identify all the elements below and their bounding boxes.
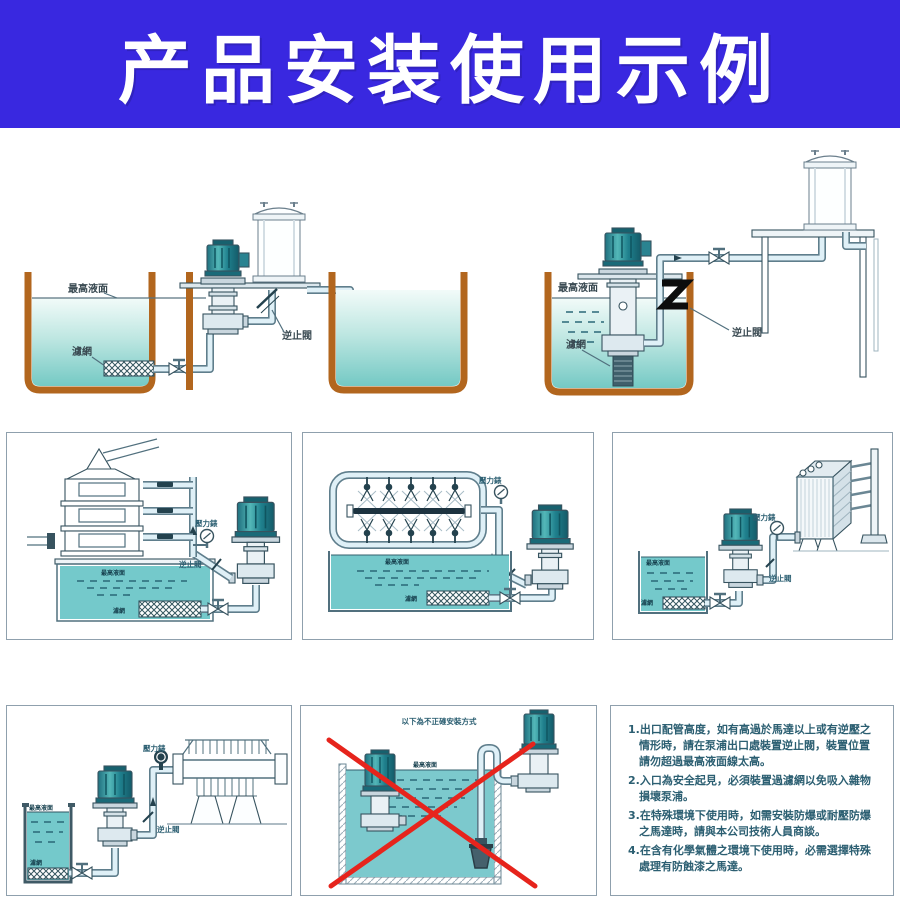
label-pressure-gauge: 壓力錶 — [195, 518, 218, 528]
bench-top — [751, 229, 875, 238]
label-pressure-gauge: 壓力錶 — [143, 743, 166, 753]
plate-heat-exchanger — [793, 448, 889, 552]
check-valve-flap — [256, 288, 278, 309]
tank-wall-left — [338, 763, 347, 885]
vertical-pump — [92, 765, 138, 847]
warning-title: 以下為不正確安裝方式 — [402, 716, 477, 726]
tank — [638, 551, 708, 614]
vertical-pump — [231, 496, 281, 585]
support-post — [186, 272, 193, 390]
vertical-pump — [526, 504, 574, 590]
submerged-pump-wrong — [360, 749, 407, 832]
label-check-valve: 逆止閥 — [282, 329, 312, 342]
filter-press — [167, 739, 288, 825]
check-valve-flap — [765, 558, 775, 568]
label-check-valve: 逆止閥 — [179, 559, 202, 569]
label-max-level: 最高液面 — [68, 282, 108, 295]
label-max-level: 最高液面 — [385, 558, 409, 566]
page-title: 产品安装使用示例 — [118, 27, 782, 114]
label-check-valve: 逆止閥 — [157, 824, 180, 834]
title-banner: 产品安装使用示例 — [0, 0, 900, 128]
tank — [328, 551, 512, 612]
panel-notes: 1.出口配管高度，如有高過於馬達以上或有逆壓之情形時，請在泵浦出口處裝置逆止閥，… — [610, 705, 894, 896]
diagram-dual-tank-filter-transfer: 最高液面 濾網 逆止閥 — [24, 201, 468, 394]
label-max-level: 最高液面 — [101, 569, 125, 577]
check-valve-z — [655, 279, 695, 310]
label-max-level: 最高液面 — [646, 559, 670, 567]
right-tank-water — [336, 290, 460, 386]
spray-header-bar — [353, 508, 465, 514]
label-check-valve: 逆止閥 — [769, 573, 792, 583]
label-strainer: 濾網 — [113, 607, 125, 615]
panel-spray-manifold: 壓力錶 逆止閥 最高液面 濾網 — [302, 432, 594, 640]
note-item-2: 2.入口為安全起見，必須裝置過濾網以免吸入雜物損壞泵浦。 — [628, 773, 871, 803]
pressure-gauge-icon — [154, 750, 168, 770]
outside-pump — [510, 709, 559, 793]
tank — [56, 563, 214, 622]
scrubber-tower — [27, 478, 144, 557]
filter-canister — [252, 201, 306, 283]
panel-heat-exchanger: 最高液面 濾網 壓力錶 逆止閥 — [612, 432, 893, 640]
vertical-pump — [598, 227, 652, 357]
pressure-gauge-icon — [493, 484, 509, 506]
check-valve-flap — [211, 558, 222, 571]
note-item-4: 4.在含有化學氣體之環境下使用時，必需選擇特殊處理有防蝕漆之馬達。 — [628, 843, 871, 873]
label-strainer: 濾網 — [405, 595, 417, 603]
label-max-level: 最高液面 — [558, 281, 598, 294]
note-item-1: 1.出口配管高度，如有高過於馬達以上或有逆壓之情形時，請在泵浦出口處裝置逆止閥，… — [628, 723, 871, 768]
label-max-level: 最高液面 — [413, 761, 437, 769]
label-strainer: 濾網 — [72, 345, 92, 358]
mount-plate — [577, 273, 683, 280]
mount-plate — [179, 282, 321, 289]
tank — [544, 272, 694, 396]
label-strainer: 濾網 — [30, 859, 42, 867]
label-check-valve: 逆止閥 — [732, 326, 762, 339]
label-strainer: 濾網 — [641, 599, 653, 607]
check-valve-flap — [142, 811, 154, 823]
label-strainer: 濾網 — [566, 338, 586, 351]
panel-filter-press: 最高液面 濾網 壓力錶 逆止閥 — [6, 705, 292, 896]
filter-canister — [803, 149, 857, 231]
left-tank — [24, 272, 156, 394]
error-cross-line-2 — [328, 741, 536, 889]
right-tank — [328, 272, 468, 394]
panel-scrubber-tower: 最高液面 濾網 逆止閥 壓力錶 — [6, 432, 292, 640]
tank-bottom — [338, 876, 502, 885]
vertical-pump — [200, 239, 250, 335]
label-pressure-gauge: 壓力錶 — [479, 475, 502, 485]
note-item-3: 3.在特殊環境下使用時，如需安裝防爆或耐壓防爆之馬達時，請與本公司技術人員商談。 — [628, 808, 871, 838]
tank — [23, 806, 73, 884]
label-max-level: 最高液面 — [29, 804, 53, 812]
panel-incorrect-installation: 以下為不正確安裝方式 最高液面 — [300, 705, 597, 896]
diagram-immersed-pump-bench-filter: 最高液面 濾網 逆止閥 — [544, 149, 879, 396]
label-pressure-gauge: 壓力錶 — [753, 512, 776, 522]
spray-nozzles — [360, 477, 462, 543]
